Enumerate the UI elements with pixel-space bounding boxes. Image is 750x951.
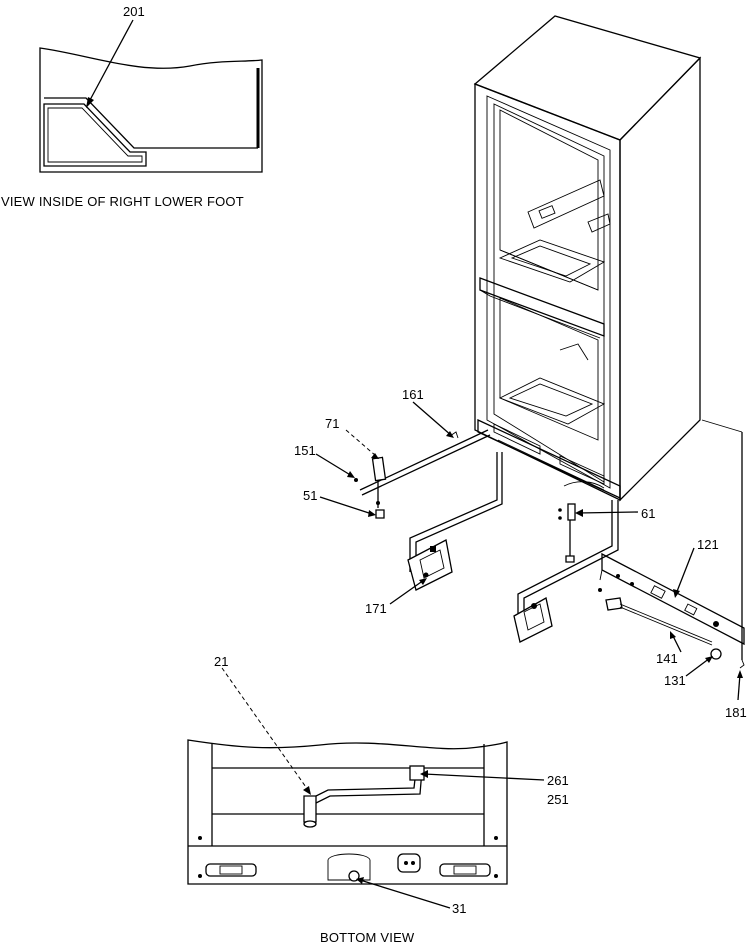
callout-label-51: 51 <box>303 488 317 503</box>
callout-61: 61 <box>575 506 655 521</box>
callout-51: 51 <box>303 488 376 517</box>
hinge-pin-61 <box>567 503 576 521</box>
callout-label-141: 141 <box>656 651 678 666</box>
callout-151: 151 <box>294 443 355 478</box>
right-hinge-assembly <box>513 481 745 660</box>
bottom-view <box>187 739 508 885</box>
callout-label-31: 31 <box>452 901 466 916</box>
foot-detail-view <box>39 47 263 173</box>
foot-plate-121 <box>601 552 745 646</box>
foot-view-caption: VIEW INSIDE OF RIGHT LOWER FOOT <box>1 194 244 209</box>
bottom-view-caption: BOTTOM VIEW <box>320 930 415 945</box>
callout-label-131: 131 <box>664 673 686 688</box>
callout-label-161: 161 <box>402 387 424 402</box>
caster-131 <box>710 648 722 660</box>
callout-131: 131 <box>664 656 713 688</box>
left-hinge-assembly <box>354 429 503 591</box>
callout-21: 21 <box>214 654 311 795</box>
refrigerator-cabinet <box>473 15 745 669</box>
screw-151 <box>354 478 358 482</box>
callout-201: 201 <box>86 4 145 108</box>
callout-label-21: 21 <box>214 654 228 669</box>
callout-171: 171 <box>365 578 427 616</box>
callout-label-61: 61 <box>641 506 655 521</box>
callout-261-251: 261 251 <box>420 770 569 807</box>
callout-label-251: 251 <box>547 792 569 807</box>
callout-label-181: 181 <box>725 705 747 720</box>
callout-181: 181 <box>725 670 747 720</box>
callout-label-261: 261 <box>547 773 569 788</box>
leveling-leg-51 <box>375 509 385 519</box>
callout-label-151: 151 <box>294 443 316 458</box>
callout-label-201: 201 <box>123 4 145 19</box>
callout-31: 31 <box>356 877 466 916</box>
callout-label-121: 121 <box>697 537 719 552</box>
callout-121: 121 <box>673 537 719 598</box>
callout-71: 71 <box>325 416 379 459</box>
callout-161: 161 <box>402 387 454 438</box>
callout-label-171: 171 <box>365 601 387 616</box>
callout-141: 141 <box>656 631 682 666</box>
hinge-bracket-71 <box>371 456 387 482</box>
callout-label-71: 71 <box>325 416 339 431</box>
